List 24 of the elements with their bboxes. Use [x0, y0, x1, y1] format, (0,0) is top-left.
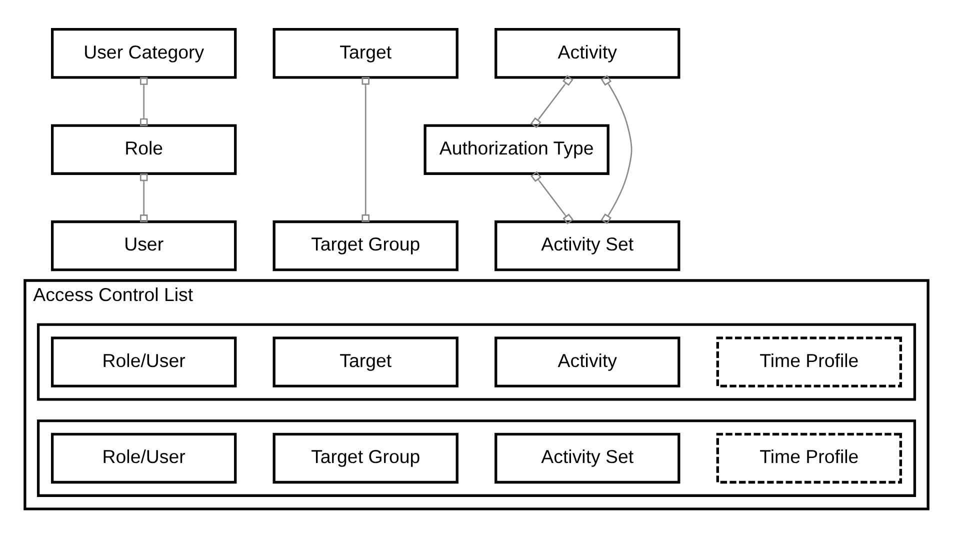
connector: [530, 74, 574, 128]
connector: [530, 170, 574, 224]
node-box: Time Profile: [716, 432, 902, 484]
node-box: Authorization Type: [424, 124, 610, 174]
node-box: User Category: [50, 28, 237, 78]
node-box: Activity: [494, 28, 680, 78]
node-box: Target Group: [272, 432, 458, 484]
node-box: Role: [50, 124, 237, 174]
connector: [140, 172, 148, 222]
connector: [600, 74, 632, 224]
node-box: Activity Set: [494, 432, 680, 484]
node-box: Time Profile: [716, 336, 902, 387]
node-box: Role/User: [50, 432, 237, 484]
node-box: Activity: [494, 336, 680, 387]
node-box: User: [50, 220, 237, 271]
cluster: [36, 418, 916, 496]
node-box: Target: [272, 336, 458, 387]
node-box: Target Group: [272, 220, 458, 271]
node-box: Activity Set: [494, 220, 680, 271]
connector: [362, 76, 370, 222]
cluster: [36, 322, 916, 400]
connector: [140, 76, 148, 126]
node-box: Target: [272, 28, 458, 78]
node-box: Role/User: [50, 336, 237, 387]
